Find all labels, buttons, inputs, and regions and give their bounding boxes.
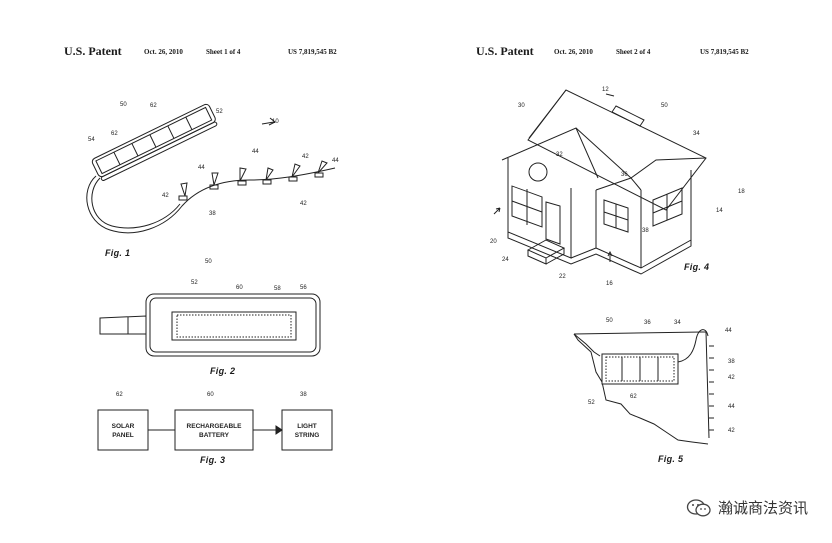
fig4-label: Fig. 4 xyxy=(684,262,710,272)
ref-38: 38 xyxy=(300,392,307,398)
ref-18: 18 xyxy=(738,189,745,195)
ref-62: 62 xyxy=(116,392,123,398)
fig3-solar-panel-text: PANEL xyxy=(112,432,134,439)
ref-52: 52 xyxy=(191,280,198,286)
ref-38: 38 xyxy=(209,211,216,217)
wechat-icon xyxy=(686,498,711,516)
fig5-drawing xyxy=(573,329,714,445)
ref-42: 42 xyxy=(300,201,307,207)
ref-12: 12 xyxy=(602,87,609,93)
ref-44: 44 xyxy=(252,149,259,155)
fig2-label: Fig. 2 xyxy=(210,366,236,376)
patent-sheet-1: U.S. Patent Oct. 26, 2010 Sheet 1 of 4 U… xyxy=(64,44,339,465)
header-sheet: Sheet 2 of 4 xyxy=(616,48,651,56)
ref-44: 44 xyxy=(728,404,735,410)
ref-42: 42 xyxy=(302,154,309,160)
fig3-solar-panel-box xyxy=(97,409,149,451)
ref-56: 56 xyxy=(300,285,307,291)
fig3-battery-box xyxy=(174,409,254,451)
header-patent-number: US 7,819,545 B2 xyxy=(700,48,749,56)
header-date: Oct. 26, 2010 xyxy=(554,48,593,56)
ref-38: 38 xyxy=(642,228,649,234)
watermark-text: 瀚诚商法资讯 xyxy=(717,499,808,517)
fig3-battery-text: BATTERY xyxy=(199,432,230,439)
ref-24: 24 xyxy=(502,257,509,263)
fig3-drawing xyxy=(97,409,333,451)
ref-50: 50 xyxy=(606,318,613,324)
ref-44: 44 xyxy=(198,165,205,171)
wechat-watermark: 瀚诚商法资讯 xyxy=(686,497,808,518)
ref-22: 22 xyxy=(559,274,566,280)
sheet-2-drawings: 12 30 50 34 32 36 18 14 38 20 24 22 16 5… xyxy=(490,87,745,445)
fig4-drawing xyxy=(493,89,707,275)
ref-38: 38 xyxy=(728,359,735,365)
fig3-label: Fig. 3 xyxy=(200,455,226,465)
ref-42: 42 xyxy=(162,193,169,199)
ref-58: 58 xyxy=(274,286,281,292)
fig5-label: Fig. 5 xyxy=(658,454,684,464)
ref-50: 50 xyxy=(205,259,212,265)
fig3-battery-text: RECHARGEABLE xyxy=(187,423,243,430)
fig3-solar-panel-text: SOLAR xyxy=(112,423,135,430)
ref-60: 60 xyxy=(236,285,243,291)
header-patent-number: US 7,819,545 B2 xyxy=(288,48,337,56)
ref-16: 16 xyxy=(606,281,613,287)
fig1-cord xyxy=(86,167,336,234)
ref-44: 44 xyxy=(725,328,732,334)
fig1-solar-panel xyxy=(91,103,218,181)
ref-52: 52 xyxy=(588,400,595,406)
ref-32: 32 xyxy=(556,152,563,158)
ref-54: 54 xyxy=(88,137,95,143)
ref-60: 60 xyxy=(207,392,214,398)
ref-20: 20 xyxy=(490,239,497,245)
ref-62: 62 xyxy=(111,131,118,137)
ref-14: 14 xyxy=(716,208,723,214)
header-title: U.S. Patent xyxy=(64,44,122,58)
ref-44: 44 xyxy=(332,158,339,164)
fig1-bulbs xyxy=(178,160,328,201)
ref-50: 50 xyxy=(661,103,668,109)
ref-10: 10 xyxy=(272,119,279,125)
ref-62: 62 xyxy=(150,103,157,109)
ref-52: 52 xyxy=(216,109,223,115)
ref-50: 50 xyxy=(120,102,127,108)
ref-42: 42 xyxy=(728,375,735,381)
fig3-light-string-box xyxy=(281,409,333,451)
header-title: U.S. Patent xyxy=(476,44,534,58)
header-date: Oct. 26, 2010 xyxy=(144,48,183,56)
fig2-drawing xyxy=(99,293,321,357)
patent-sheet-2: U.S. Patent Oct. 26, 2010 Sheet 2 of 4 U… xyxy=(416,0,832,543)
fig1-label: Fig. 1 xyxy=(105,248,131,258)
ref-30: 30 xyxy=(518,103,525,109)
ref-36: 36 xyxy=(621,172,628,178)
ref-42: 42 xyxy=(728,428,735,434)
header-sheet: Sheet 1 of 4 xyxy=(206,48,241,56)
fig3-light-string-text: LIGHT xyxy=(297,423,317,430)
fig1-drawing xyxy=(86,103,336,234)
fig3-light-string-text: STRING xyxy=(295,432,320,439)
ref-36: 36 xyxy=(644,320,651,326)
ref-62: 62 xyxy=(630,394,637,400)
sheet-1-drawings: 50 52 62 62 54 10 44 44 44 42 42 42 38 5… xyxy=(86,102,339,451)
ref-34: 34 xyxy=(693,131,700,137)
ref-34: 34 xyxy=(674,320,681,326)
